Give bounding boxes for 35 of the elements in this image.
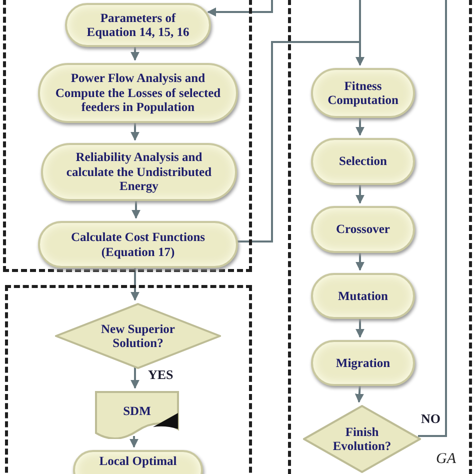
arrow [207,0,273,16]
edge-label: YES [146,368,176,381]
arrow [130,366,140,389]
step-label: Crossover [336,222,390,237]
process-pill [311,206,415,253]
section-label: GA [436,452,456,467]
edge-label: NO [419,412,442,425]
step-label: Local Optimal [99,454,177,468]
dashed-group-frame [288,0,472,474]
step-label: Fitness Computation [326,78,400,108]
process-pill [38,221,238,268]
process-pill [311,273,415,319]
step-label: Calculate Cost Functions (Equation 17) [70,230,206,259]
dashed-group-frame [3,0,252,272]
process-pill [311,340,415,386]
arrow [130,436,138,448]
decision-diamond [55,303,221,369]
step-label: SDM [123,404,151,418]
process-pill [41,143,237,201]
arrow [356,0,364,66]
step-label: Mutation [338,288,388,304]
step-label: Selection [339,154,387,169]
document-shape [95,391,179,439]
process-pill [65,3,211,47]
process-pill [38,63,238,123]
step-label: Parameters of Equation 14, 15, 16 [86,10,190,40]
dashed-group-frame [5,285,252,474]
step-label: Finish Evolution? [332,424,392,454]
step-label: Power Flow Analysis and Compute the Losses of selected feeders in Population [54,71,222,115]
step-label: Reliability Analysis and calculate the Undistributed Energy [65,150,213,194]
step-label: New Superior Solution? [100,322,176,350]
process-pill [311,68,415,118]
step-label: Migration [336,356,390,370]
decision-diamond [303,405,421,473]
process-pill [311,138,415,185]
